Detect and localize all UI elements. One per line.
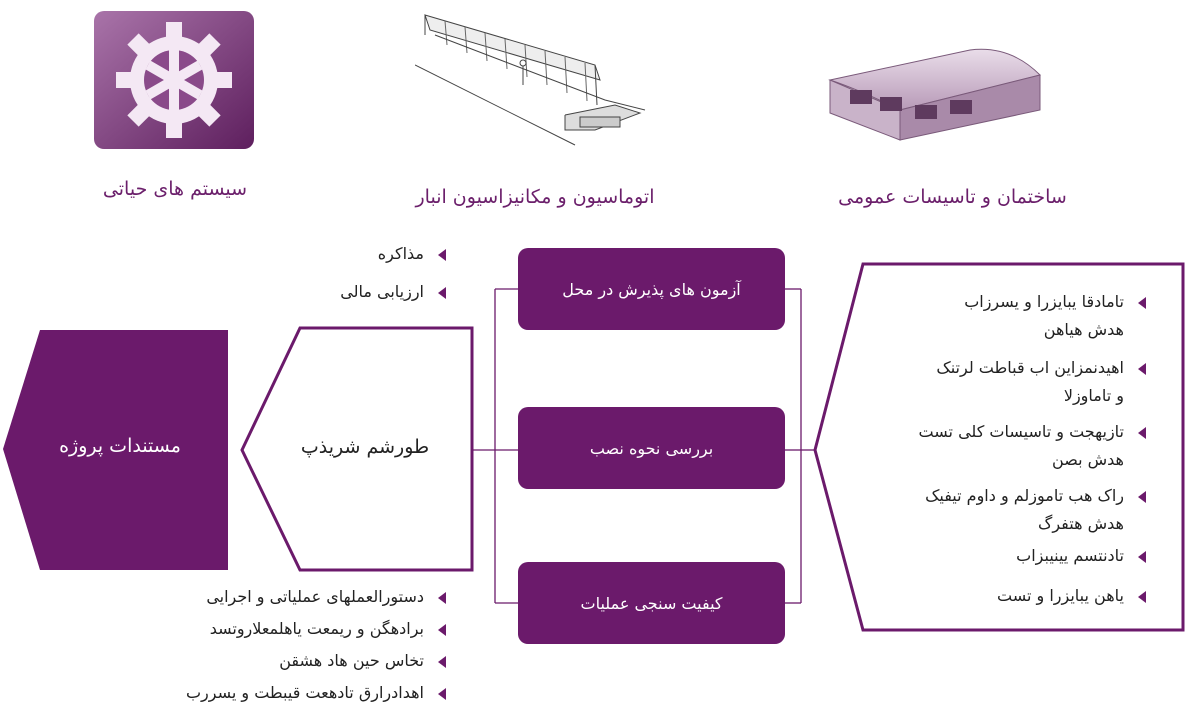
bullet-arrow-icon — [1138, 427, 1146, 439]
list-item: یاهن یبایزرا و تست — [860, 582, 1150, 610]
bullet-arrow-icon — [438, 656, 446, 668]
bullet-arrow-icon — [438, 688, 446, 700]
bottom-bullet-list: دستورالعملهای عملیاتی و اجرایی برادهگن و… — [186, 586, 450, 704]
acceptance-conditions-label: طورشم شریذپ — [300, 436, 430, 458]
list-item: اهدادرارق تادهعت قیبطت و یسررب — [186, 682, 450, 704]
list-item: دستورالعملهای عملیاتی و اجرایی — [186, 586, 450, 608]
installation-review-box: بررسی نحوه نصب — [518, 407, 785, 489]
list-item: برادهگن و ریمعت یاهلمعلاروتسد — [186, 618, 450, 640]
bullet-arrow-icon — [438, 287, 446, 299]
bullet-arrow-icon — [438, 624, 446, 636]
bullet-arrow-icon — [438, 249, 446, 261]
operations-quality-label: کیفیت سنجی عملیات — [580, 593, 723, 613]
warehouse-building-icon — [820, 35, 1060, 145]
operations-quality-box: کیفیت سنجی عملیات — [518, 562, 785, 644]
bullet-arrow-icon — [1138, 591, 1146, 603]
category-title-vital-systems: سیستم های حیاتی — [102, 178, 248, 200]
list-item: تخاس حین هاد هشقن — [186, 650, 450, 672]
onsite-acceptance-tests-label: آزمون های پذیرش در محل — [562, 279, 741, 299]
bullet-arrow-icon — [1138, 363, 1146, 375]
bullet-arrow-icon — [1138, 491, 1146, 503]
project-documents-shape — [3, 330, 228, 570]
list-item: مذاکره — [340, 243, 450, 265]
top-bullet-list: مذاکره ارزیابی مالی — [340, 243, 450, 303]
installation-review-label: بررسی نحوه نصب — [589, 438, 714, 458]
bullet-arrow-icon — [1138, 551, 1146, 563]
acceptance-conditions-shape — [240, 326, 474, 572]
project-documents-label: مستندات پروژه — [59, 435, 181, 457]
bullet-arrow-icon — [1138, 297, 1146, 309]
onsite-acceptance-tests-box: آزمون های پذیرش در محل — [518, 248, 785, 330]
category-title-building: ساختمان و تاسیسات عمومی — [838, 186, 1067, 208]
bullet-arrow-icon — [438, 592, 446, 604]
gear-icon — [93, 10, 255, 150]
category-title-automation: اتوماسیون و مکانیزاسیون انبار — [415, 186, 655, 208]
list-item: تادنتسم یینیبزاب — [860, 542, 1150, 570]
list-item: ارزیابی مالی — [340, 281, 450, 303]
checklist-panel-shape — [813, 262, 1185, 632]
conveyor-illustration-icon — [414, 5, 665, 155]
